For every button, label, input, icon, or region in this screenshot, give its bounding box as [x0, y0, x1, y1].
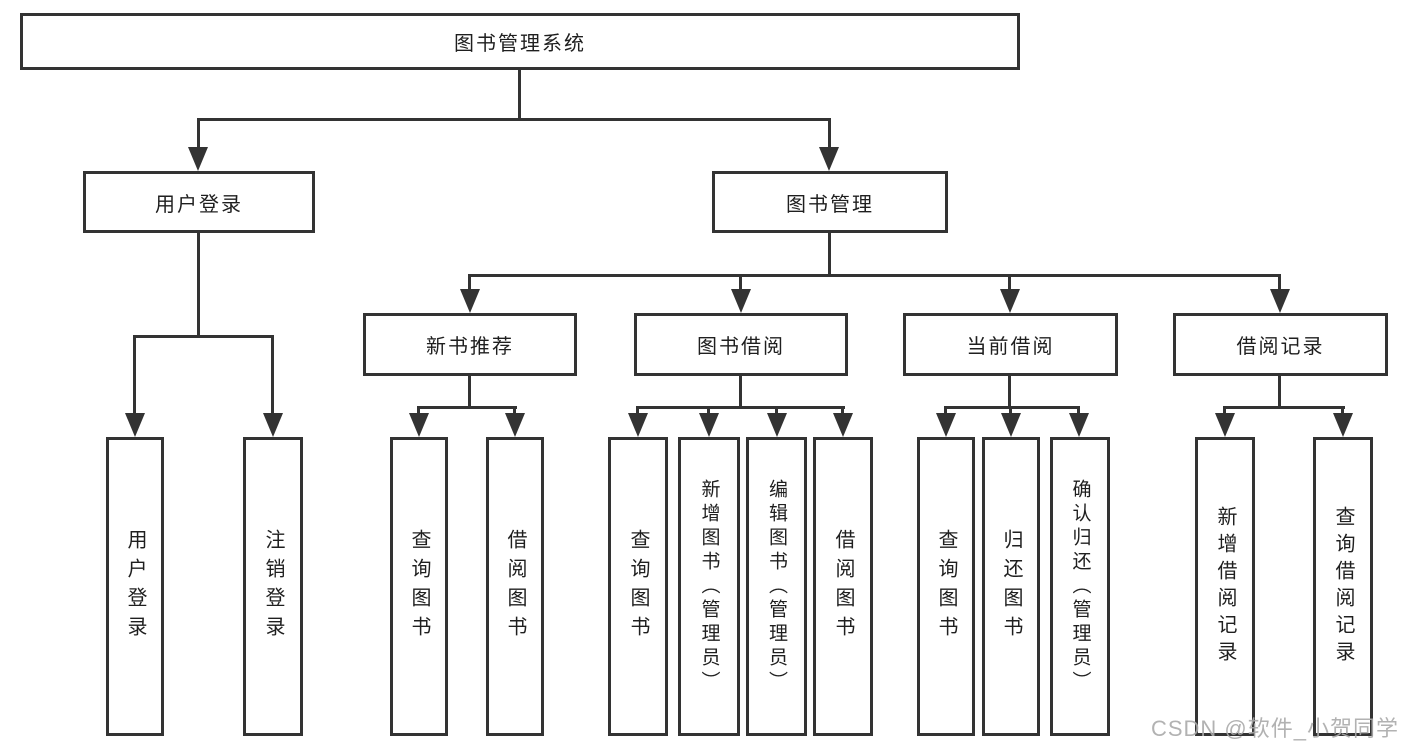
connector-user-login-hline — [133, 335, 274, 338]
node-borrow-books-1-label: 借阅图书 — [504, 528, 526, 645]
connector-current-borrowing-vline — [1008, 376, 1011, 406]
arrow-down-confirm-return-admin — [1069, 413, 1089, 437]
node-book-borrowing: 图书借阅 — [634, 313, 848, 376]
connector-stem-add-borrow-record — [1223, 406, 1226, 415]
arrow-down-query-books-3 — [936, 413, 956, 437]
node-root-library-system: 图书管理系统 — [20, 13, 1020, 70]
node-query-borrow-record: 查询借阅记录 — [1313, 437, 1373, 736]
connector-stem-borrow-books-2 — [841, 406, 844, 415]
connector-book-management-vline — [828, 233, 831, 274]
node-add-books-admin-label: 新增图书（管理员） — [698, 478, 720, 695]
node-user-login-label: 用户登录 — [155, 193, 243, 216]
connector-stem-query-books-2 — [636, 406, 639, 415]
node-new-book-recommend: 新书推荐 — [363, 313, 577, 376]
connector-stem-current-borrowing — [1008, 274, 1011, 292]
node-borrowing-records: 借阅记录 — [1173, 313, 1388, 376]
node-book-management: 图书管理 — [712, 171, 948, 233]
node-query-books-1-label: 查询图书 — [408, 528, 430, 645]
node-current-borrowing: 当前借阅 — [903, 313, 1118, 376]
node-query-borrow-record-label: 查询借阅记录 — [1332, 505, 1354, 668]
connector-stem-book-borrowing — [739, 274, 742, 292]
node-user-login: 用户登录 — [83, 171, 315, 233]
arrow-down-edit-books-admin — [767, 413, 787, 437]
arrow-down-query-books-1 — [409, 413, 429, 437]
node-logout-label: 注销登录 — [262, 528, 284, 645]
arrow-down-borrowing-records — [1270, 289, 1290, 313]
connector-root-stem-book-management — [828, 118, 831, 150]
arrow-down-add-books-admin — [699, 413, 719, 437]
connector-stem-borrowing-records — [1278, 274, 1281, 292]
node-borrow-books-2-label: 借阅图书 — [832, 528, 854, 645]
node-confirm-return-admin-label: 确认归还（管理员） — [1069, 478, 1091, 695]
node-user-login-leaf: 用户登录 — [106, 437, 164, 736]
node-borrow-books-2: 借阅图书 — [813, 437, 873, 736]
connector-borrowing-records-vline — [1278, 376, 1281, 406]
node-add-borrow-record-label: 新增借阅记录 — [1214, 505, 1236, 668]
arrow-down-query-books-2 — [628, 413, 648, 437]
node-root-label: 图书管理系统 — [454, 33, 586, 55]
node-current-borrowing-label: 当前借阅 — [966, 336, 1055, 358]
connector-stem-add-books-admin — [707, 406, 710, 415]
csdn-watermark: CSDN @软件_小贺同学 — [1150, 716, 1399, 741]
node-return-books-label: 归还图书 — [1000, 528, 1022, 645]
node-borrow-books-1: 借阅图书 — [486, 437, 544, 736]
connector-stem-logout — [271, 335, 274, 415]
node-book-borrowing-label: 图书借阅 — [697, 336, 785, 358]
arrow-down-book-borrowing — [731, 289, 751, 313]
connector-stem-edit-books-admin — [775, 406, 778, 415]
connector-stem-user-login-leaf — [133, 335, 136, 415]
arrow-down-current-borrowing — [1000, 289, 1020, 313]
connector-stem-confirm-return-admin — [1077, 406, 1080, 415]
node-query-books-3: 查询图书 — [917, 437, 975, 736]
arrow-down-borrow-books-2 — [833, 413, 853, 437]
arrow-down-user-login — [188, 147, 208, 171]
node-query-books-2-label: 查询图书 — [627, 528, 649, 645]
connector-stem-query-borrow-record — [1341, 406, 1344, 415]
connector-book-management-hline — [468, 274, 1281, 277]
connector-stem-query-books-3 — [944, 406, 947, 415]
node-borrowing-records-label: 借阅记录 — [1236, 336, 1325, 358]
connector-user-login-vline — [197, 233, 200, 336]
connector-new-book-recommend-hline — [417, 406, 517, 409]
arrow-down-logout — [263, 413, 283, 437]
node-confirm-return-admin: 确认归还（管理员） — [1050, 437, 1110, 736]
arrow-down-borrow-books-1 — [505, 413, 525, 437]
arrow-down-return-books — [1001, 413, 1021, 437]
connector-stem-query-books-1 — [417, 406, 420, 415]
node-logout: 注销登录 — [243, 437, 303, 736]
connector-borrowing-records-hline — [1223, 406, 1345, 409]
connector-root-vline — [518, 69, 521, 118]
connector-book-borrowing-hline — [636, 406, 845, 409]
connector-stem-return-books — [1009, 406, 1012, 415]
node-query-books-3-label: 查询图书 — [935, 528, 957, 645]
arrow-down-add-borrow-record — [1215, 413, 1235, 437]
arrow-down-new-book-recommend — [460, 289, 480, 313]
node-return-books: 归还图书 — [982, 437, 1040, 736]
arrow-down-book-management — [819, 147, 839, 171]
node-add-books-admin: 新增图书（管理员） — [678, 437, 740, 736]
node-edit-books-admin-label: 编辑图书（管理员） — [766, 478, 787, 695]
connector-book-borrowing-vline — [739, 376, 742, 406]
connector-stem-borrow-books-1 — [513, 406, 516, 415]
connector-stem-new-book-recommend — [468, 274, 471, 292]
connector-current-borrowing-hline — [944, 406, 1080, 409]
node-edit-books-admin: 编辑图书（管理员） — [746, 437, 807, 736]
node-new-book-recommend-label: 新书推荐 — [426, 336, 514, 358]
node-add-borrow-record: 新增借阅记录 — [1195, 437, 1255, 736]
connector-root-hline — [197, 118, 831, 121]
node-query-books-1: 查询图书 — [390, 437, 448, 736]
arrow-down-query-borrow-record — [1333, 413, 1353, 437]
node-user-login-leaf-label: 用户登录 — [124, 528, 146, 645]
connector-new-book-recommend-vline — [468, 376, 471, 407]
arrow-down-user-login-leaf — [125, 413, 145, 437]
node-book-management-label: 图书管理 — [786, 193, 874, 216]
connector-root-stem-user-login — [197, 118, 200, 150]
node-query-books-2: 查询图书 — [608, 437, 668, 736]
